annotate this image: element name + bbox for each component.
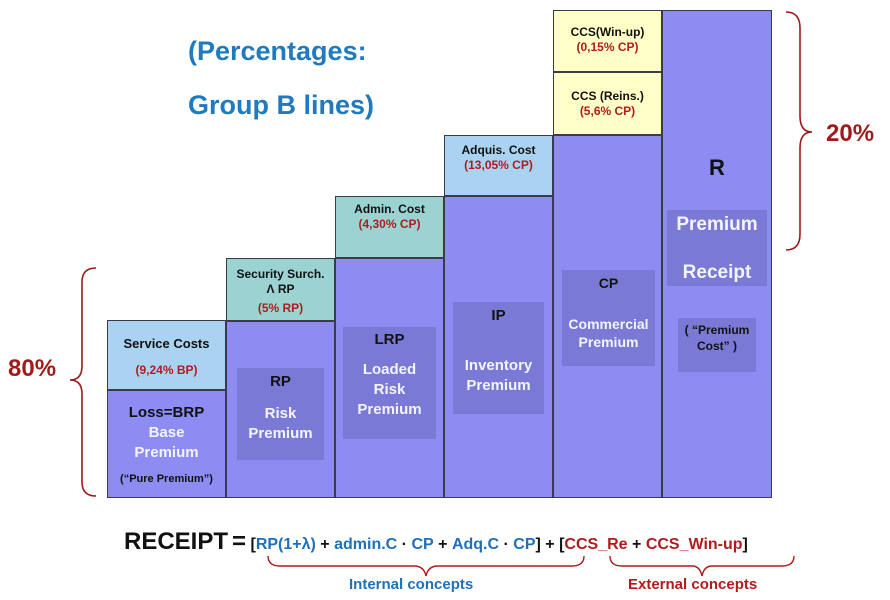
- receipt-formula: RECEIPT= [RP(1+λ) + admin.C · CP + Adq.C…: [124, 528, 748, 556]
- full-name-line: Premium: [357, 401, 422, 418]
- caption-name: CCS (Reins.): [571, 89, 644, 103]
- full-name-line: Premium: [676, 214, 758, 235]
- left-curly-brace: [69, 267, 97, 497]
- caption-pct: (0,15% CP): [576, 40, 639, 54]
- external-concepts-brace: [609, 555, 795, 577]
- formula-equals: =: [232, 528, 247, 555]
- formula-operator: +: [438, 536, 448, 553]
- abbr-loss: Loss=BRP: [128, 404, 205, 421]
- abbr-ip: IP: [491, 307, 506, 324]
- abbr-cp: CP: [598, 275, 619, 291]
- abbr-r: R: [709, 155, 725, 180]
- right-percentage-label: 20%: [826, 120, 875, 147]
- diagram-title-line1: (Percentages:: [188, 36, 367, 66]
- caption-name: Service Costs: [123, 336, 210, 351]
- inner-box-lrp: LRP Loaded Risk Premium: [343, 327, 436, 439]
- right-curly-brace: [785, 11, 813, 251]
- note-line: ( “Premium: [684, 323, 750, 337]
- inner-box-cp: CP Commercial Premium: [562, 270, 655, 366]
- formula-lhs: RECEIPT: [124, 528, 229, 555]
- abbr-lrp: LRP: [374, 331, 405, 348]
- formula-operator: ·: [503, 536, 509, 553]
- formula-operator: +: [320, 536, 330, 553]
- note-line: Cost” ): [697, 339, 737, 353]
- full-name-line: Risk: [264, 405, 297, 422]
- caption-pct: (13,05% CP): [464, 158, 533, 172]
- caption-pct: (5% RP): [257, 301, 304, 315]
- left-percentage-label: 80%: [8, 355, 57, 382]
- caption-adquis-cost: Adquis. Cost (13,05% CP): [444, 135, 553, 196]
- formula-term-ccs-re: CCS_Re: [564, 536, 628, 553]
- caption-name: Adquis. Cost: [461, 143, 536, 157]
- caption-pct: (5,6% CP): [579, 104, 636, 118]
- inner-box-rp: RP Risk Premium: [237, 368, 324, 460]
- column-loss: [107, 390, 226, 498]
- inner-box-r-title: R: [667, 148, 767, 188]
- formula-term-admin: admin.C: [334, 536, 398, 553]
- formula-bracket: [: [559, 536, 565, 553]
- full-name-line: Premium: [134, 444, 199, 461]
- caption-name: CCS(Win-up): [570, 25, 645, 39]
- formula-term-adq: Adq.C: [451, 536, 500, 553]
- formula-term-rp: RP(1+λ): [255, 536, 316, 553]
- full-name-line: Risk: [373, 381, 406, 398]
- full-name-line: Premium: [578, 334, 639, 350]
- caption-admin-cost: Admin. Cost (4,30% CP): [335, 196, 444, 258]
- full-name-line: Inventory: [464, 357, 533, 374]
- formula-term-cp: CP: [513, 536, 536, 553]
- formula-operator: +: [545, 536, 555, 553]
- full-name-line: Commercial: [568, 316, 649, 332]
- diagram-title-line2: Group B lines): [188, 90, 375, 120]
- internal-concepts-brace: [267, 555, 585, 577]
- inner-box-ip: IP Inventory Premium: [453, 302, 544, 414]
- internal-concepts-label: Internal concepts: [349, 576, 474, 593]
- caption-ccs-winup: CCS(Win-up) (0,15% CP): [553, 10, 662, 72]
- formula-term-ccs-winup: CCS_Win-up: [645, 536, 743, 553]
- caption-pct: (9,24% BP): [135, 363, 198, 377]
- full-name-line: Base: [148, 424, 185, 441]
- full-name-line: Premium: [248, 425, 313, 442]
- caption-security-surcharge: Security Surch. Λ RP (5% RP): [226, 258, 335, 321]
- full-name-line: Loaded: [362, 361, 417, 378]
- caption-service-costs: Service Costs (9,24% BP): [107, 320, 226, 390]
- formula-term-cp: CP: [411, 536, 434, 553]
- formula-bracket: [: [250, 536, 256, 553]
- formula-operator: +: [632, 536, 642, 553]
- external-concepts-label: External concepts: [628, 576, 758, 593]
- caption-name: Admin. Cost: [354, 202, 425, 216]
- formula-bracket: ]: [535, 536, 541, 553]
- full-name-line: Receipt: [682, 262, 752, 283]
- caption-pct: (4,30% CP): [358, 217, 421, 231]
- inner-box-r: Premium Receipt: [667, 210, 767, 286]
- caption-ccs-reins: CCS (Reins.) (5,6% CP): [553, 72, 662, 135]
- note-pure-premium: (“Pure Premium”): [120, 473, 213, 485]
- inner-box-loss: Loss=BRP Base Premium (“Pure Premium”): [113, 399, 220, 495]
- formula-operator: ·: [401, 536, 407, 553]
- caption-name-line: Λ RP: [266, 282, 295, 296]
- abbr-rp: RP: [270, 373, 291, 390]
- caption-name-line: Security Surch.: [236, 267, 325, 281]
- inner-box-r-note: ( “Premium Cost” ): [678, 318, 756, 372]
- formula-bracket: ]: [742, 536, 748, 553]
- full-name-line: Premium: [466, 377, 531, 394]
